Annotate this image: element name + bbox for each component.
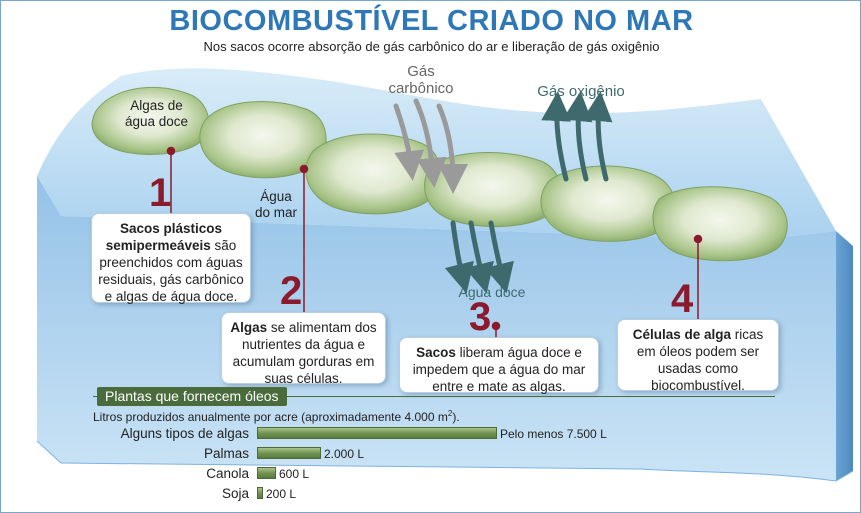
bar (257, 427, 497, 439)
callout-text: ricas em óleos podem ser usadas como bio… (636, 327, 764, 393)
label-line: do mar (254, 205, 298, 220)
caption-text: Litros produzidos anualmente por acre (a… (93, 410, 448, 424)
section-divider (93, 396, 775, 397)
label-line: Algas de (130, 98, 183, 113)
sea-side-face (836, 231, 853, 481)
callout-bold: Células de alga (632, 327, 732, 342)
caption-sup: 2 (447, 409, 453, 418)
bar-category-label: Canola (206, 466, 249, 481)
bar-value-label: 2.000 L (324, 447, 365, 461)
page-subtitle: Nos sacos ocorre absorção de gás carbôni… (203, 39, 660, 54)
bar (257, 487, 263, 499)
callout-step-4: Células de alga ricas em óleos podem ser… (617, 319, 779, 393)
sea-bottom-edge (36, 440, 854, 482)
bar-category-label: Alguns tipos de algas (120, 426, 249, 441)
callout-step-1: Sacos plásticos semipermeáveis são preen… (91, 213, 251, 304)
bar-category-label: Palmas (203, 446, 249, 461)
bar-category-label: Soja (221, 486, 249, 501)
o2-arrows (541, 91, 613, 182)
label-freshwater-algae: Algas de água doce (119, 98, 194, 130)
algae-bag (652, 186, 788, 262)
callout-leaders (166, 146, 703, 338)
page-title: BIOCOMBUSTÍVEL CRIADO NO MAR (169, 5, 694, 37)
label-oxygen: Gás oxigênio (537, 83, 625, 100)
callout-step-3: Sacos liberam água doce e impedem que a … (399, 337, 599, 394)
callout-step-2: Algas se alimentam dos nutrientes da águ… (221, 312, 386, 386)
label-line: Água (260, 189, 292, 204)
callout-bold: Sacos (416, 345, 456, 360)
callout-bold: Sacos plásticos semipermeáveis (105, 221, 223, 253)
bar-value-label: 600 L (279, 467, 310, 481)
step-number-2: 2 (280, 269, 303, 313)
step-number-4: 4 (671, 277, 694, 321)
algae-bag (305, 133, 441, 215)
step-number-3: 3 (469, 295, 492, 339)
callout-text: são preenchidos com águas residuais, gás… (98, 238, 244, 304)
bar (257, 447, 321, 459)
co2-arrows (393, 98, 468, 194)
callout-text: liberam água doce e impedem que a água d… (412, 345, 586, 394)
callout-text: se alimentam dos nutrientes da água e ac… (232, 320, 377, 386)
fresh-water-arrows (444, 220, 514, 294)
section-title: Plantas que fornecem óleos (97, 387, 287, 406)
label-line: Gás (407, 63, 435, 80)
label-fresh-water: Água doce (458, 284, 526, 300)
chart-caption: Litros produzidos anualmente por acre (a… (93, 409, 460, 424)
label-carbon-dioxide: Gás carbônico (381, 63, 461, 97)
label-line: carbônico (388, 80, 454, 97)
caption-end: ). (452, 410, 460, 424)
bar-value-label: Pelo menos 7.500 L (500, 427, 607, 441)
label-seawater: Água do mar (246, 189, 306, 221)
callout-bold: Algas (230, 320, 268, 335)
label-line: água doce (124, 114, 189, 129)
step-number-1: 1 (149, 171, 172, 215)
bar-value-label: 200 L (266, 487, 297, 501)
bar (257, 467, 276, 479)
algae-bag (424, 152, 561, 227)
